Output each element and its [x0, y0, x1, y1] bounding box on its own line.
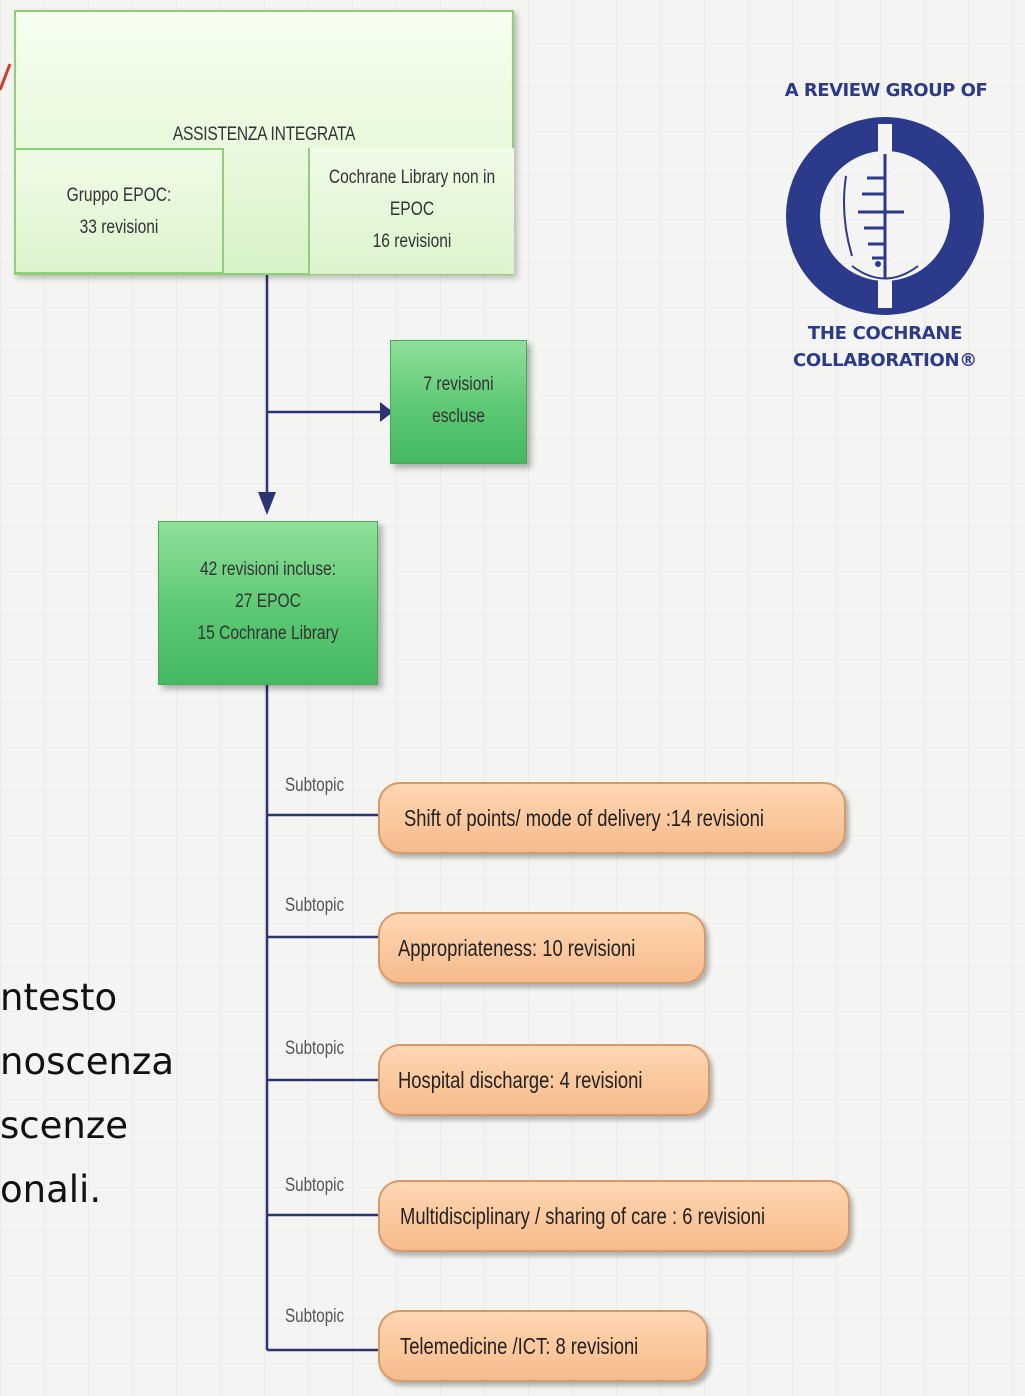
review-group-heading: A REVIEW GROUP OF — [784, 80, 988, 101]
cochrane-logo-icon — [786, 117, 984, 315]
subtopic-text: Shift of points/ mode of delivery :14 re… — [404, 805, 765, 831]
subtopic-label: Subtopic — [285, 1306, 345, 1327]
cochrane-non-epoc-cell: Cochrane Library non in EPOC 16 revision… — [308, 148, 514, 274]
subtopic-telemedicine: Telemedicine /ICT: 8 revisioni — [378, 1310, 708, 1382]
subtopic-text: Telemedicine /ICT: 8 revisioni — [400, 1333, 639, 1359]
included-reviews-box: 42 revisioni incluse: 27 EPOC 15 Cochran… — [158, 521, 378, 685]
excluded-line-2: escluse — [432, 406, 485, 427]
subtopic-text: Appropriateness: 10 revisioni — [398, 935, 636, 961]
side-text-line: noscenza — [0, 1040, 175, 1083]
epoc-group-line-2: 33 revisioni — [79, 217, 159, 238]
cochrane-non-epoc-line-2: EPOC — [389, 199, 435, 220]
logo-name-line-1: THE COCHRANE — [807, 323, 963, 344]
included-line-3: 15 Cochrane Library — [197, 623, 339, 644]
subtopic-text: Hospital discharge: 4 revisioni — [398, 1067, 643, 1093]
cochrane-non-epoc-line-3: 16 revisioni — [372, 231, 452, 252]
included-line-2: 27 EPOC — [235, 591, 301, 612]
subtopic-label: Subtopic — [285, 775, 345, 796]
subtopic-label: Subtopic — [285, 1175, 345, 1196]
subtopic-appropriateness: Appropriateness: 10 revisioni — [378, 912, 706, 984]
red-mark-fragment — [0, 63, 12, 91]
integrated-care-title: ASSISTENZA INTEGRATA — [172, 124, 356, 145]
epoc-group-line-1: Gruppo EPOC: — [66, 185, 172, 206]
cochrane-non-epoc-line-1: Cochrane Library non in — [328, 167, 496, 188]
logo-name-line-2: COLLABORATION® — [793, 350, 977, 371]
side-text-line: ntesto — [0, 976, 118, 1019]
side-text-line: scenze — [0, 1104, 129, 1147]
subtopic-shift-of-points: Shift of points/ mode of delivery :14 re… — [378, 782, 846, 854]
down-arrow-icon — [258, 492, 276, 515]
excluded-reviews-box: 7 revisioni escluse — [390, 340, 527, 464]
side-text-line: onali. — [0, 1168, 102, 1211]
side-body-text: ntesto noscenza scenze onali. — [0, 966, 260, 1222]
right-arrow-icon — [380, 402, 393, 422]
included-line-1: 42 revisioni incluse: — [200, 559, 336, 580]
cochrane-collaboration-name: THE COCHRANE COLLABORATION® — [760, 320, 1010, 374]
subtopic-hospital-discharge: Hospital discharge: 4 revisioni — [378, 1044, 710, 1116]
subtopic-multidisciplinary: Multidisciplinary / sharing of care : 6 … — [378, 1180, 850, 1252]
excluded-line-1: 7 revisioni — [423, 374, 494, 395]
subtopic-label: Subtopic — [285, 1038, 345, 1059]
epoc-group-cell: Gruppo EPOC: 33 revisioni — [14, 148, 224, 274]
subtopic-text: Multidisciplinary / sharing of care : 6 … — [400, 1203, 766, 1229]
subtopic-label: Subtopic — [285, 895, 345, 916]
